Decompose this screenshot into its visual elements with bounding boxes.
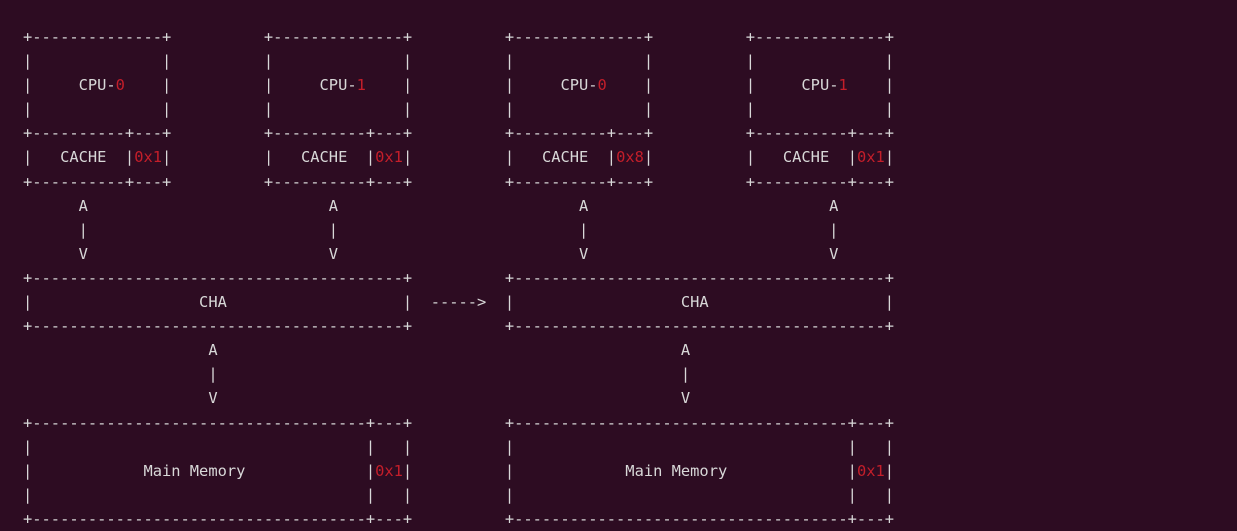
highlight-value: 0x1 [375,461,403,480]
ascii-line: V V V V [23,244,839,263]
highlight-value: 0 [115,76,125,95]
ascii-line: +----------+---+ +----------+---+ +-----… [23,124,894,143]
ascii-line: +------------------------------------+--… [23,509,894,528]
ascii-line: A A [23,341,691,360]
ascii-line: | | | | | | [23,485,894,504]
ascii-diagram: +--------------+ +--------------+ +-----… [23,25,894,531]
ascii-line: | | | | | | | | [23,100,894,119]
ascii-line: | CHA | -----> | CHA | [23,293,894,312]
highlight-value: 1 [838,76,848,95]
ascii-line: +---------------------------------------… [23,268,894,287]
highlight-value: 0x1 [134,148,163,167]
ascii-line: | | | | | | | | [23,52,894,71]
highlight-value: 0x1 [857,148,885,167]
highlight-value: 0x1 [375,148,403,167]
ascii-line: | CPU-0 | | CPU-1 | | CPU-0 | | CPU-1 | [23,76,895,95]
ascii-line: +--------------+ +--------------+ +-----… [23,28,894,46]
ascii-line: +------------------------------------+--… [23,413,894,432]
highlight-value: 0x8 [616,148,644,167]
ascii-line: +---------------------------------------… [23,317,894,336]
ascii-line: | | [23,365,691,384]
highlight-value: 1 [356,76,366,95]
ascii-line: | Main Memory |0x1| | Main Memory |0x1| [23,461,895,480]
terminal-canvas: +--------------+ +--------------+ +-----… [23,28,895,528]
highlight-value: 0 [597,76,607,95]
ascii-line: V V [23,389,691,408]
ascii-line: +----------+---+ +----------+---+ +-----… [23,172,894,191]
ascii-line: | CACHE |0x1| | CACHE |0x1| | CACHE |0x8… [23,148,895,167]
ascii-line: A A A A [23,196,839,215]
highlight-value: 0x1 [856,461,885,480]
ascii-line: | | | | [23,220,839,239]
